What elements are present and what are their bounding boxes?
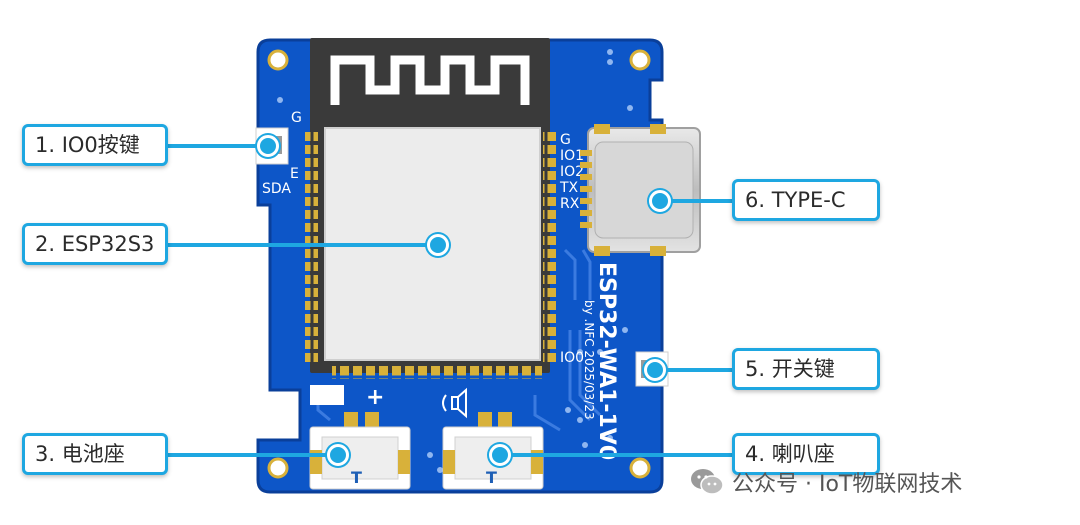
battery-connector-mark: T bbox=[351, 468, 362, 487]
pin-label-g-right: G bbox=[560, 132, 571, 148]
board-title-silkscreen: ESP32-WA1-1V0 bbox=[594, 262, 619, 460]
callout-type-c: 6. TYPE-C bbox=[732, 179, 880, 221]
callout-power-switch: 5. 开关键 bbox=[732, 348, 880, 390]
pin-label-io1: IO1 bbox=[560, 148, 584, 164]
callout-io0-button: 1. IO0按键 bbox=[22, 124, 168, 166]
watermark: 公众号 · IoT物联网技术 bbox=[690, 466, 962, 498]
marker-dot-2 bbox=[427, 234, 449, 256]
pin-label-e: E bbox=[290, 166, 299, 182]
pin-label-g-left: G bbox=[291, 110, 302, 126]
pin-label-sda: SDA bbox=[262, 181, 291, 197]
watermark-text: 公众号 · IoT物联网技术 bbox=[732, 472, 963, 497]
callout-esp32s3: 2. ESP32S3 bbox=[22, 223, 168, 265]
pin-label-io2: IO2 bbox=[560, 164, 584, 180]
usb-type-c-connector bbox=[580, 124, 701, 256]
speaker-connector-mark: T bbox=[486, 468, 497, 487]
leader-line-4 bbox=[500, 453, 732, 457]
pin-label-tx: TX bbox=[559, 180, 579, 196]
callout-battery-holder: 3. 电池座 bbox=[22, 433, 168, 475]
leader-line-6 bbox=[660, 199, 732, 203]
pin-label-rx: RX bbox=[560, 196, 580, 212]
esp32-module bbox=[305, 38, 556, 379]
marker-dot-4 bbox=[489, 444, 511, 466]
plus-mark: + bbox=[366, 385, 384, 410]
speaker-icon bbox=[442, 387, 467, 419]
leader-line-2 bbox=[168, 243, 438, 247]
leader-line-1 bbox=[168, 144, 268, 148]
marker-dot-5 bbox=[644, 359, 666, 381]
leader-line-3 bbox=[168, 453, 338, 457]
marker-dot-6 bbox=[649, 190, 671, 212]
board-sub-silkscreen: by .NFC 2025/03/23 bbox=[582, 300, 596, 420]
marker-dot-3 bbox=[327, 444, 349, 466]
callout-speaker-holder: 4. 喇叭座 bbox=[732, 433, 880, 475]
marker-dot-1 bbox=[257, 135, 279, 157]
leader-line-5 bbox=[655, 368, 732, 372]
silkscreen-block bbox=[310, 385, 344, 405]
pin-label-io0: IO0 bbox=[560, 350, 584, 366]
wechat-icon bbox=[691, 469, 724, 495]
